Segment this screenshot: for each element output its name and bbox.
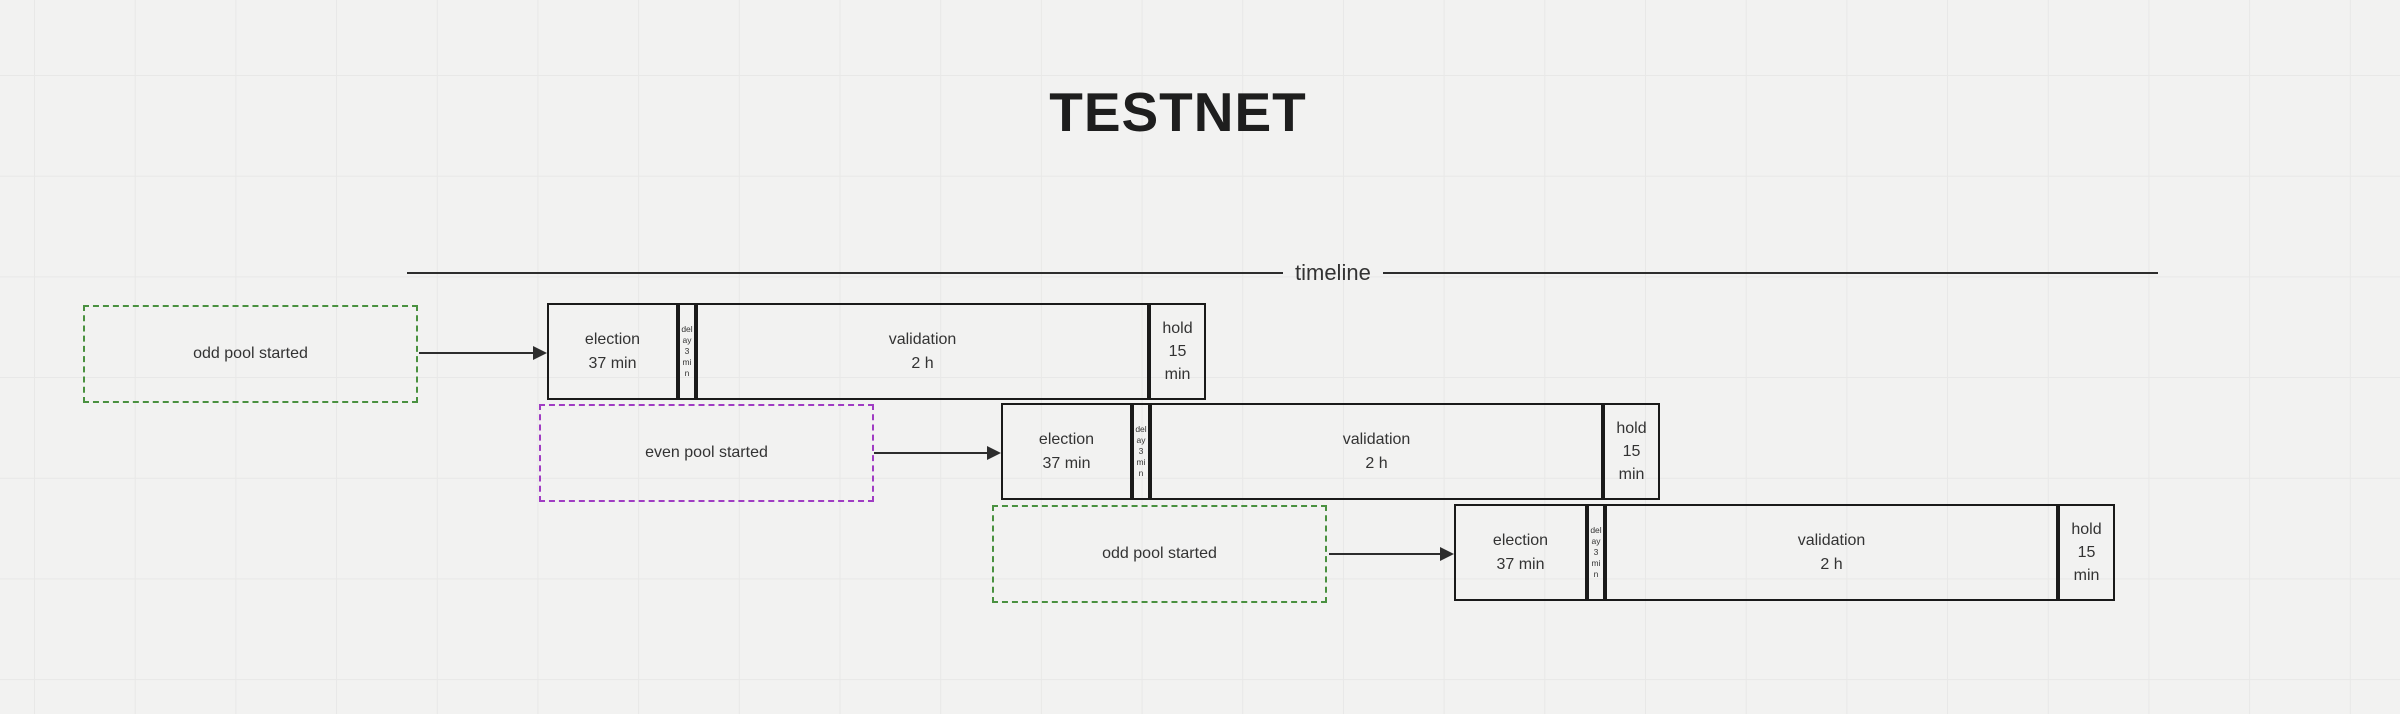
stage-election: election 37 min [1001, 403, 1132, 500]
stage-name: election [1492, 532, 1549, 550]
arrow-shaft [874, 452, 992, 454]
stage-name: validation [1797, 532, 1866, 550]
stage-delay-label: delay 3 min [1590, 524, 1602, 580]
stage-hold: hold 15 min [1149, 303, 1206, 400]
stage-name: hold [1616, 419, 1647, 437]
timeline-line-right [1382, 272, 2158, 274]
flow-arrow [874, 446, 1001, 460]
stage-duration: 2 h [1365, 454, 1388, 472]
stage-delay: delay 3 min [678, 303, 696, 400]
timeline-axis: timeline [407, 258, 2158, 288]
stage-duration: 15 min [1164, 342, 1191, 384]
stage-duration: 15 min [2073, 543, 2100, 585]
pool-start-box-even: even pool started [539, 404, 874, 502]
stage-election: election 37 min [547, 303, 678, 400]
timeline-label: timeline [1295, 260, 1371, 285]
arrow-shaft [1329, 553, 1445, 555]
arrow-head-icon [987, 446, 1001, 460]
stage-name: election [584, 331, 641, 349]
stage-hold: hold 15 min [2058, 504, 2115, 601]
pool-start-label: odd pool started [1102, 545, 1217, 562]
stage-duration: 37 min [1496, 555, 1545, 573]
stage-duration: 2 h [911, 354, 934, 372]
stage-name: hold [1162, 319, 1193, 337]
arrow-shaft [419, 352, 538, 354]
stage-validation: validation 2 h [696, 303, 1149, 400]
stage-hold: hold 15 min [1603, 403, 1660, 500]
diagram-title: TESTNET [1049, 81, 1307, 143]
flow-arrow [1329, 547, 1454, 561]
stage-delay-label: delay 3 min [681, 323, 693, 379]
pool-start-box-odd-2: odd pool started [992, 505, 1327, 603]
stage-name: hold [2071, 520, 2102, 538]
arrow-head-icon [1440, 547, 1454, 561]
stage-name: election [1038, 431, 1095, 449]
pool-start-label: odd pool started [193, 345, 308, 362]
stage-delay-label: delay 3 min [1135, 423, 1147, 479]
stage-election: election 37 min [1454, 504, 1587, 601]
pool-start-label: even pool started [645, 444, 768, 461]
pool-start-box-odd-1: odd pool started [83, 305, 418, 403]
timeline-line-left [407, 272, 1283, 274]
stage-name: validation [1342, 431, 1411, 449]
stage-duration: 15 min [1618, 442, 1645, 484]
stage-name: validation [888, 331, 957, 349]
stage-duration: 37 min [588, 354, 637, 372]
flow-arrow [419, 346, 547, 360]
stage-duration: 37 min [1042, 454, 1091, 472]
stage-duration: 2 h [1820, 555, 1843, 573]
stage-delay: delay 3 min [1132, 403, 1150, 500]
stage-delay: delay 3 min [1587, 504, 1605, 601]
arrow-head-icon [533, 346, 547, 360]
stage-validation: validation 2 h [1150, 403, 1603, 500]
stage-validation: validation 2 h [1605, 504, 2058, 601]
